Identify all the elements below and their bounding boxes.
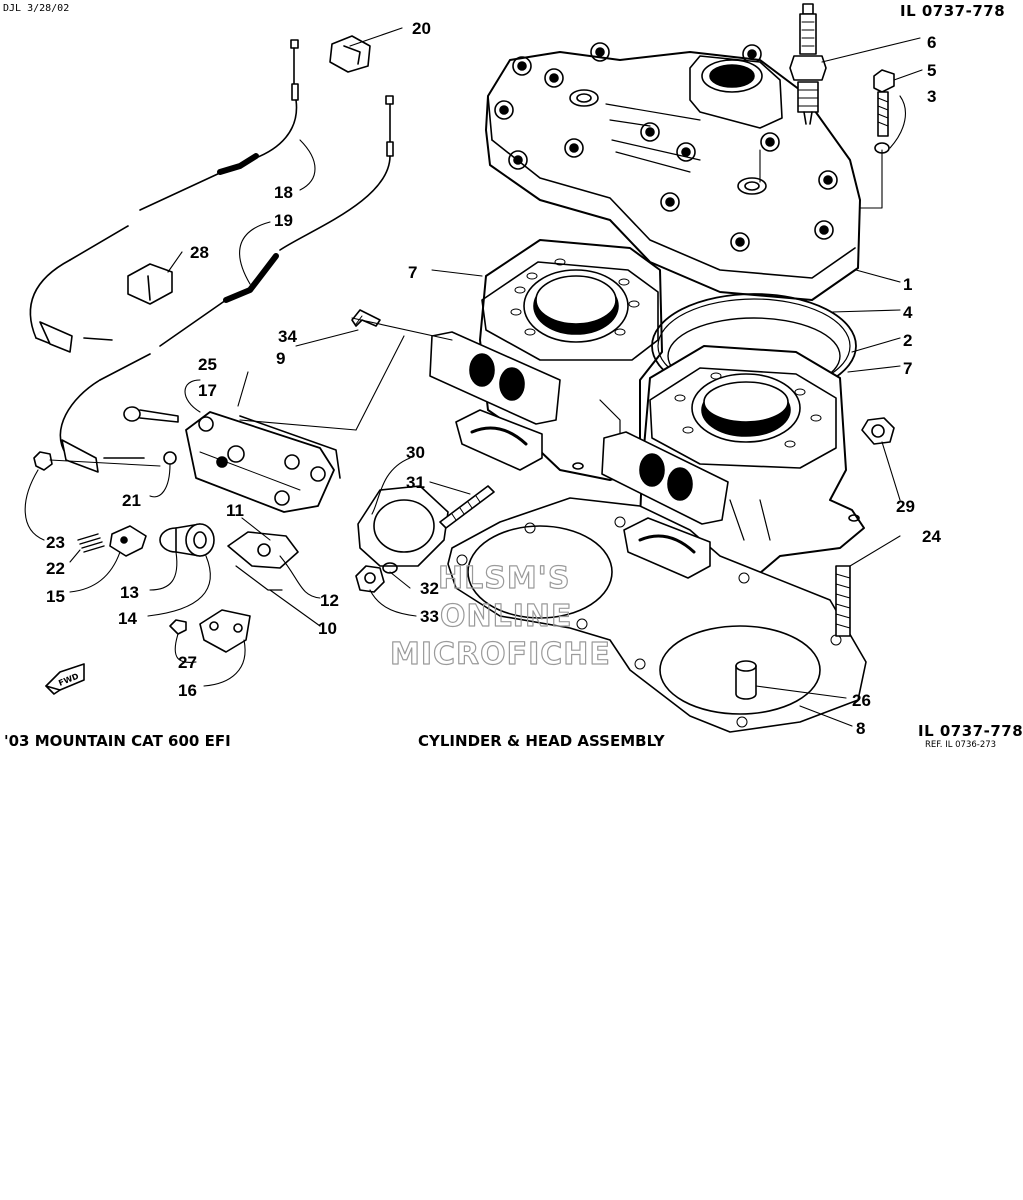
leader-lines: [24, 27, 923, 727]
callout-17: 17: [198, 381, 217, 400]
callout-8: 8: [856, 719, 865, 738]
callout-7b: 7: [903, 359, 912, 378]
callout-20: 20: [412, 19, 431, 38]
elbow-fitting: [351, 309, 381, 327]
cable-grommet: [127, 263, 173, 305]
illustration-id-bottom: IL 0737-778: [918, 722, 1023, 740]
model-caption: '03 MOUNTAIN CAT 600 EFI: [4, 732, 231, 750]
illustration-id-top: IL 0737-778: [900, 2, 1006, 20]
base-gasket: [447, 497, 867, 733]
callout-4: 4: [903, 303, 913, 322]
callout-21: 21: [122, 491, 141, 510]
parts-diagram: 1 2 3 4 5 6 7 7 8 9 10 11 12 13 14 15 16…: [24, 3, 941, 738]
cylinder-head: [485, 42, 861, 301]
callout-28: 28: [190, 243, 209, 262]
callout-10: 10: [318, 619, 337, 638]
callout-23: 23: [46, 533, 65, 552]
callout-5: 5: [927, 61, 936, 80]
callout-2: 2: [903, 331, 912, 350]
forward-arrow: [45, 663, 85, 695]
pulley-cover: [227, 531, 299, 591]
callout-14: 14: [118, 609, 137, 628]
mount-bolt: [33, 451, 161, 471]
exhaust-flange: [357, 485, 449, 567]
callout-16: 16: [178, 681, 197, 700]
cylinder-front: [639, 345, 865, 591]
callout-32: 32: [420, 579, 439, 598]
watermark: HLSM'S ONLINE MICROFICHE: [389, 560, 611, 672]
callout-6: 6: [927, 33, 936, 52]
callout-29: 29: [896, 497, 915, 516]
callout-26: 26: [852, 691, 871, 710]
cable-stop: [109, 525, 147, 557]
callout-11: 11: [226, 501, 244, 520]
callout-3: 3: [927, 87, 936, 106]
callout-34: 34: [278, 327, 297, 346]
callout-30: 30: [406, 443, 425, 462]
callout-12: 12: [320, 591, 339, 610]
actuator-screw: [123, 406, 179, 423]
watermark-line-2: ONLINE: [440, 599, 573, 634]
assembly-title: CYLINDER & HEAD ASSEMBLY: [418, 732, 665, 750]
callout-25: 25: [198, 355, 217, 374]
callout-7a: 7: [408, 263, 417, 282]
small-screw: [169, 619, 187, 635]
lock-washer: [382, 562, 398, 574]
watermark-line-3: MICROFICHE: [390, 637, 611, 672]
exhaust-stud: [439, 485, 495, 529]
callout-33: 33: [420, 607, 439, 626]
callout-24: 24: [922, 527, 941, 546]
exhaust-nut: [355, 565, 385, 593]
valve-actuator: [185, 411, 341, 513]
cable-clip: [329, 35, 371, 73]
gasket-small: [199, 609, 251, 653]
spring: [77, 533, 105, 553]
reference-id: REF. IL 0736-273: [925, 740, 997, 750]
callout-13: 13: [120, 583, 139, 602]
callout-27: 27: [178, 653, 197, 672]
drum-pulley: [159, 523, 215, 557]
cable-lower: [59, 95, 394, 473]
callout-19: 19: [274, 211, 293, 230]
callout-9: 9: [276, 349, 285, 368]
callout-1: 1: [903, 275, 912, 294]
callout-31: 31: [406, 473, 425, 492]
stud: [835, 565, 851, 637]
callout-group: 1 2 3 4 5 6 7 7 8 9 10 11 12 13 14 15 16…: [46, 19, 941, 738]
callout-18: 18: [274, 183, 293, 202]
head-bolt: [873, 69, 895, 137]
cable-upper: [29, 39, 299, 353]
callout-15: 15: [46, 587, 65, 606]
exhaust-valve-rear: [429, 331, 561, 471]
spark-plug: [789, 3, 827, 125]
callout-22: 22: [46, 559, 65, 578]
watermark-line-1: HLSM'S: [438, 561, 570, 596]
flange-nut: [861, 417, 895, 445]
date-code: DJL 3/28/02: [3, 3, 70, 14]
actuator-o-ring: [163, 451, 177, 465]
dowel-pin: [735, 660, 757, 700]
exhaust-valve-front: [601, 431, 729, 579]
